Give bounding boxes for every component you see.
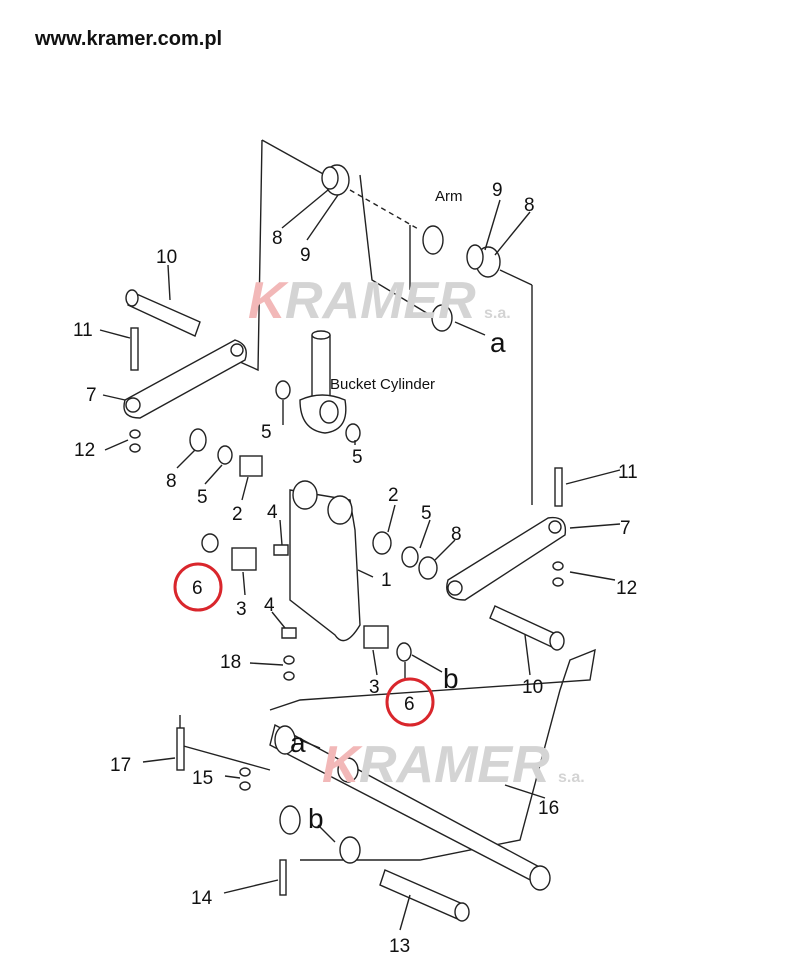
- highlight-circle-part6-right: [385, 677, 435, 727]
- callout-5: 5: [261, 422, 272, 443]
- callouts: 9 8 8 9 10 a 11 7 5 5 12 8 5 2 4 2 5 8 1…: [73, 180, 638, 955]
- website-url: www.kramer.com.pl: [35, 28, 223, 50]
- watermark-k: K: [248, 272, 289, 330]
- callout-8: 8: [272, 228, 283, 249]
- callout-3: 3: [236, 599, 247, 620]
- callout-10: 10: [522, 677, 543, 698]
- right-link-assembly: [446, 467, 567, 651]
- callout-15: 15: [192, 768, 213, 789]
- callout-6-highlighted: 6: [192, 578, 203, 599]
- callout-2: 2: [232, 504, 243, 525]
- callout-7: 7: [86, 385, 97, 406]
- callout-b: b: [308, 803, 324, 834]
- callout-2: 2: [388, 485, 399, 506]
- callout-6-highlighted: 6: [404, 694, 415, 715]
- callout-5: 5: [352, 447, 363, 468]
- callout-a: a: [490, 327, 506, 358]
- callout-11: 11: [73, 320, 93, 341]
- arm-outline: [239, 139, 533, 505]
- watermark-bottom: K RAMER s.a.: [322, 736, 585, 794]
- highlight-circle-part6-left: [173, 562, 223, 612]
- callout-12: 12: [616, 578, 637, 599]
- callout-9: 9: [492, 180, 503, 201]
- watermark-suffix: s.a.: [558, 769, 585, 786]
- bucket: [176, 648, 596, 922]
- callout-16: 16: [538, 798, 559, 819]
- callout-4: 4: [264, 595, 275, 616]
- callout-12: 12: [74, 440, 95, 461]
- callout-13: 13: [389, 936, 410, 955]
- callout-18: 18: [220, 652, 241, 673]
- callout-8: 8: [524, 195, 535, 216]
- bucket-link: [289, 480, 361, 642]
- callout-5: 5: [421, 503, 432, 524]
- callout-4: 4: [267, 502, 278, 523]
- left-link-assembly: [123, 289, 247, 453]
- bucket-cylinder: [299, 330, 347, 434]
- callout-a: a: [290, 727, 306, 758]
- watermark-suffix: s.a.: [484, 305, 511, 322]
- callout-9: 9: [300, 245, 311, 266]
- watermark-text: RAMER: [285, 272, 476, 330]
- callout-17: 17: [110, 755, 131, 776]
- bushings: [189, 380, 438, 662]
- callout-3: 3: [369, 677, 380, 698]
- caption-bucket-cylinder: Bucket Cylinder: [330, 376, 435, 393]
- callout-8: 8: [166, 471, 177, 492]
- callout-7: 7: [620, 518, 631, 539]
- callout-b: b: [443, 663, 459, 694]
- callout-14: 14: [191, 888, 213, 909]
- callout-8: 8: [451, 524, 462, 545]
- watermark-text: RAMER: [359, 736, 550, 794]
- watermark-top: K RAMER s.a.: [248, 272, 511, 330]
- callout-10: 10: [156, 247, 177, 268]
- caption-arm: Arm: [435, 188, 463, 205]
- leader-lines: [99, 189, 621, 931]
- callout-1: 1: [381, 570, 392, 591]
- watermark-k: K: [322, 736, 363, 794]
- callout-5: 5: [197, 487, 208, 508]
- callout-11: 11: [618, 462, 638, 483]
